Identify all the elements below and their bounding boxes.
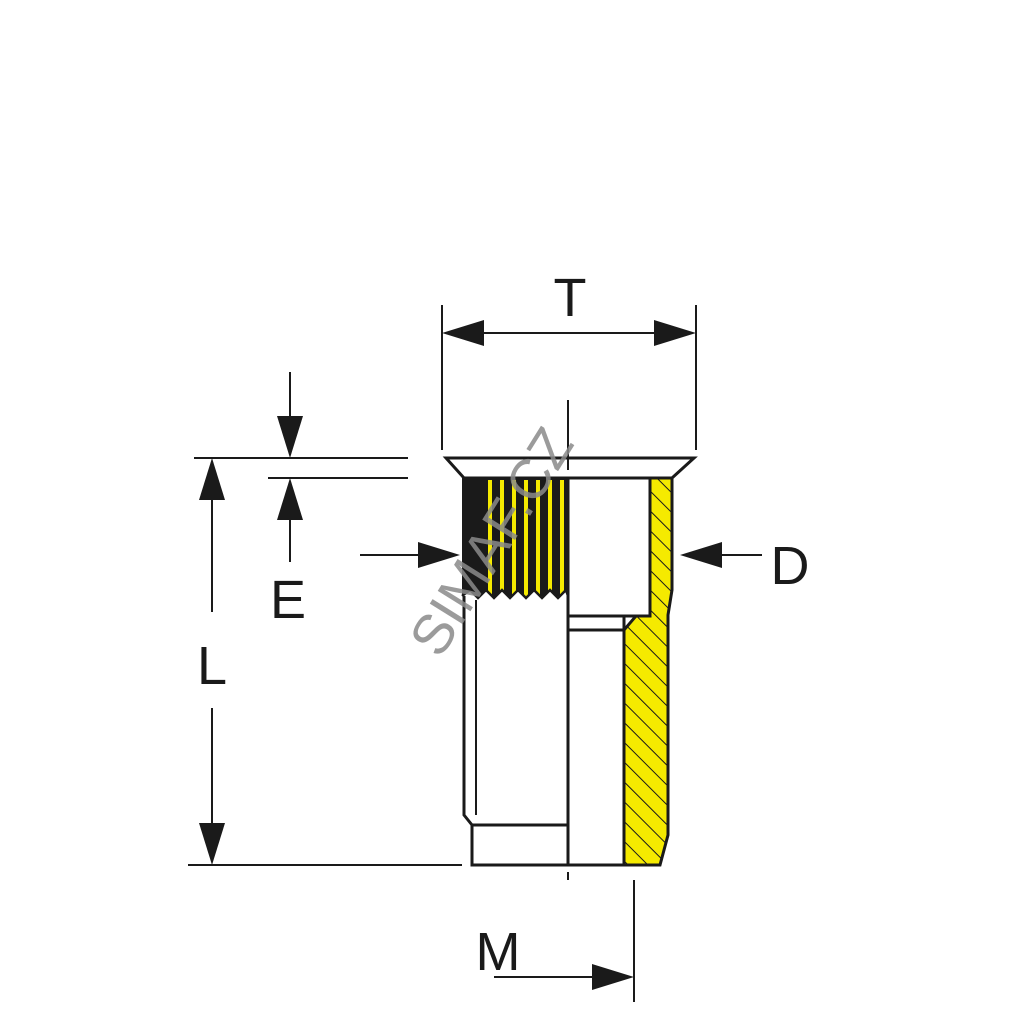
- dimension-label-L: L: [197, 636, 227, 696]
- dimension-label-M: M: [476, 922, 521, 982]
- dimension-L: [188, 458, 462, 866]
- upper-bore: [566, 476, 652, 618]
- lower-bore: [566, 614, 626, 867]
- dimension-T: [441, 305, 697, 450]
- knurl-stripes: [488, 480, 564, 596]
- dimension-label-T: T: [554, 268, 587, 328]
- dimension-E: [194, 372, 408, 562]
- dimension-label-D: D: [771, 536, 810, 596]
- dimension-label-E: E: [270, 570, 306, 630]
- dimension-M: [494, 880, 635, 1002]
- cross-section: [566, 476, 674, 867]
- thread-teeth: [461, 587, 570, 600]
- knurl-section: [461, 478, 570, 600]
- dimension-D: [360, 542, 762, 568]
